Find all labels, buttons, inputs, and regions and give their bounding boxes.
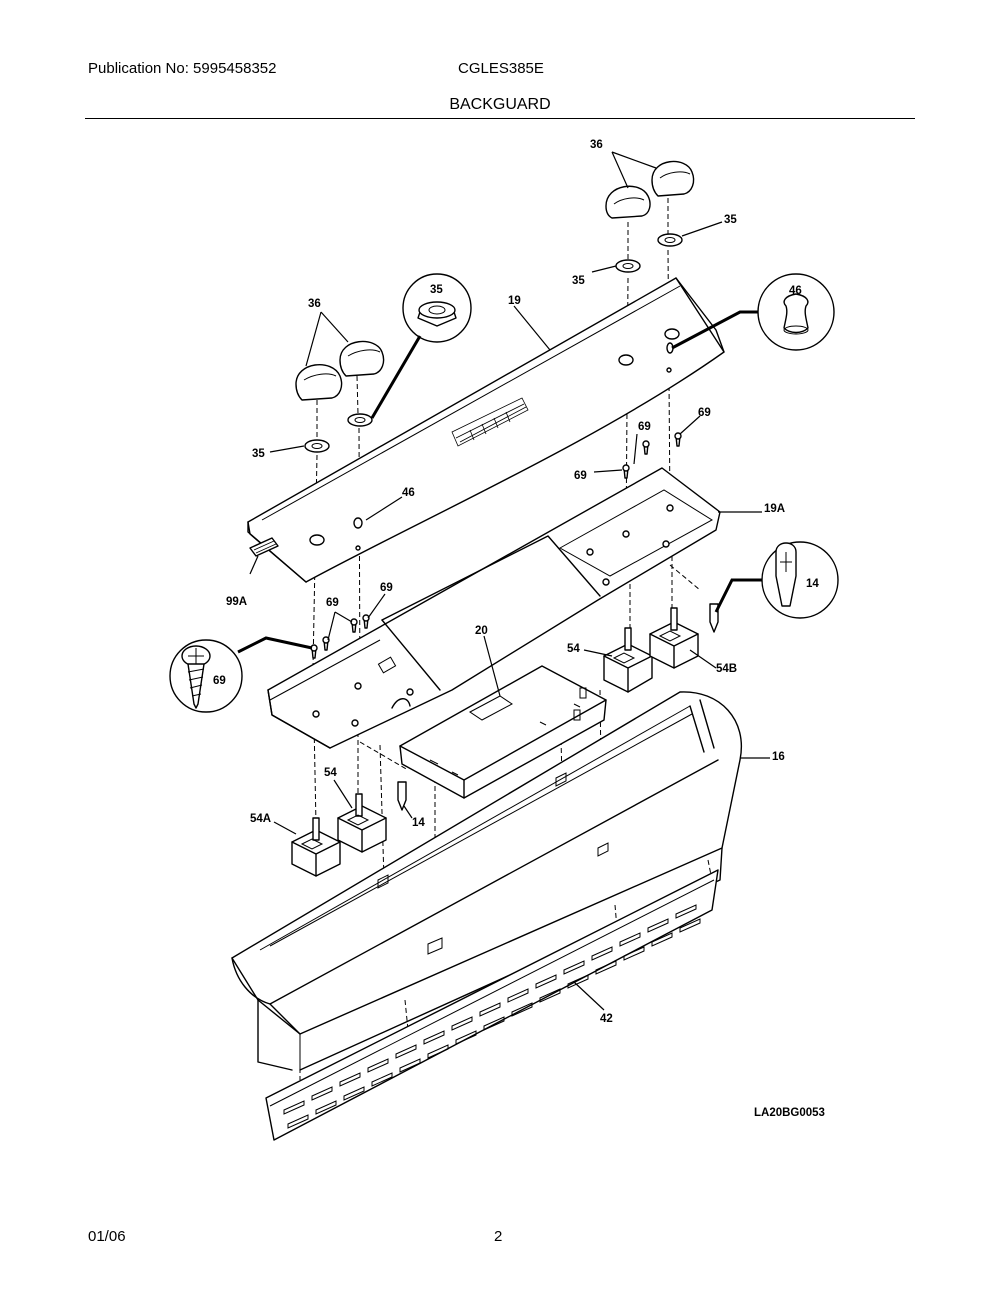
callout-35-detail: 35	[430, 284, 443, 296]
leader-lines	[249, 151, 770, 1011]
part-54b-switch	[649, 607, 699, 669]
detail-circle-46	[671, 273, 835, 351]
callout-54-right: 54	[567, 643, 580, 655]
part-20-control-board	[399, 665, 607, 799]
callout-42: 42	[600, 1013, 613, 1025]
detail-circle-35	[370, 273, 472, 419]
callout-35-top-mid: 35	[572, 275, 585, 287]
callout-54-left: 54	[324, 767, 337, 779]
callout-69-d: 69	[326, 597, 339, 609]
model-number: CGLES385E	[458, 60, 544, 77]
callout-20: 20	[475, 625, 488, 637]
header-rule	[85, 118, 915, 119]
callout-46-detail: 46	[789, 285, 802, 297]
callout-36-left: 36	[308, 298, 321, 310]
callout-69-detail: 69	[213, 675, 226, 687]
detail-circle-14	[714, 541, 839, 619]
callout-35-top-right: 35	[724, 214, 737, 226]
footer-date: 01/06	[88, 1228, 126, 1245]
callout-36-top: 36	[590, 139, 603, 151]
vent-slots	[283, 904, 701, 1129]
callout-69-e: 69	[380, 582, 393, 594]
part-36-knobs	[295, 160, 695, 401]
detail-circle-69	[169, 636, 313, 713]
callout-14-left: 14	[412, 817, 425, 829]
part-54a-switch	[291, 817, 341, 877]
callout-54b: 54B	[716, 663, 737, 675]
part-19a-bracket	[267, 467, 721, 749]
part-54-switch-left	[337, 793, 387, 853]
callout-labels: 36 35 35 46 36 35 19 35 46 69 69 69 19A …	[213, 139, 825, 1119]
callout-19a: 19A	[764, 503, 785, 515]
part-42-vent-trim	[265, 869, 719, 1141]
callout-69-a: 69	[638, 421, 651, 433]
callout-16: 16	[772, 751, 785, 763]
callout-46-left: 46	[402, 487, 415, 499]
callout-99a: 99A	[226, 596, 247, 608]
part-35-bezels	[304, 233, 683, 453]
callout-14-detail: 14	[806, 578, 819, 590]
section-title: BACKGUARD	[449, 96, 551, 113]
part-19-backguard-panel	[247, 277, 725, 583]
callout-19: 19	[508, 295, 521, 307]
part-16-housing	[231, 691, 742, 1071]
callout-35-left: 35	[252, 448, 265, 460]
callout-54a: 54A	[250, 813, 271, 825]
page-number: 2	[494, 1228, 503, 1245]
drawing-id: LA20BG0053	[754, 1107, 825, 1119]
callout-69-b: 69	[698, 407, 711, 419]
part-54-switch-right	[603, 627, 653, 693]
part-69-screws	[310, 432, 682, 659]
publication-number: Publication No: 5995458352	[88, 60, 277, 77]
callout-69-c: 69	[574, 470, 587, 482]
